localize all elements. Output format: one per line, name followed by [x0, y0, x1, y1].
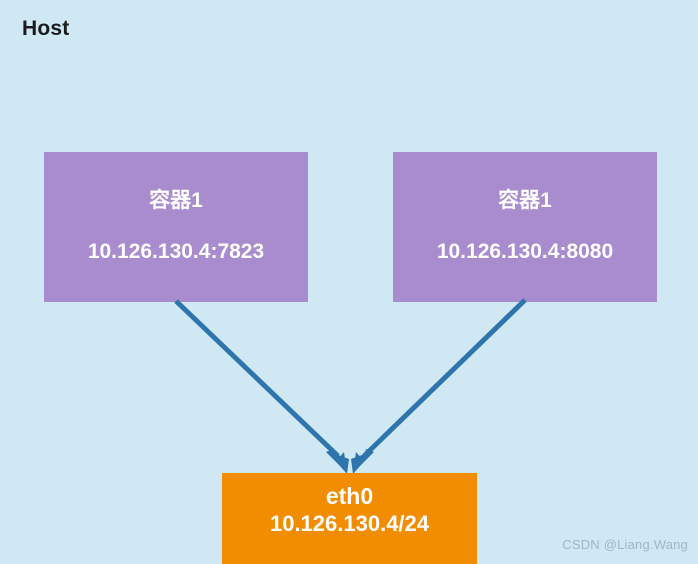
arrow-head-left-fill	[327, 451, 349, 474]
container-2-address: 10.126.130.4:8080	[436, 239, 614, 263]
watermark: CSDN @Liang.Wang	[562, 537, 688, 552]
container-1-address: 10.126.130.4:7823	[87, 239, 265, 263]
page-title: Host	[22, 17, 70, 40]
container-box-2[interactable]: 容器1 10.126.130.4:8080	[393, 152, 657, 302]
eth0-label: eth0	[325, 483, 374, 509]
arrow-container-2-to-eth0	[351, 298, 527, 474]
arrow-line-left	[174, 299, 340, 458]
container-box-1[interactable]: 容器1 10.126.130.4:7823	[44, 152, 308, 302]
container-1-label: 容器1	[149, 188, 203, 212]
arrow-head-right-fill	[351, 451, 373, 474]
eth0-box[interactable]: eth0 10.126.130.4/24	[222, 473, 477, 564]
container-2-label: 容器1	[498, 188, 552, 212]
arrow-container-1-to-eth0	[174, 299, 349, 474]
arrow-line-right	[362, 298, 527, 458]
eth0-address: 10.126.130.4/24	[269, 510, 430, 536]
